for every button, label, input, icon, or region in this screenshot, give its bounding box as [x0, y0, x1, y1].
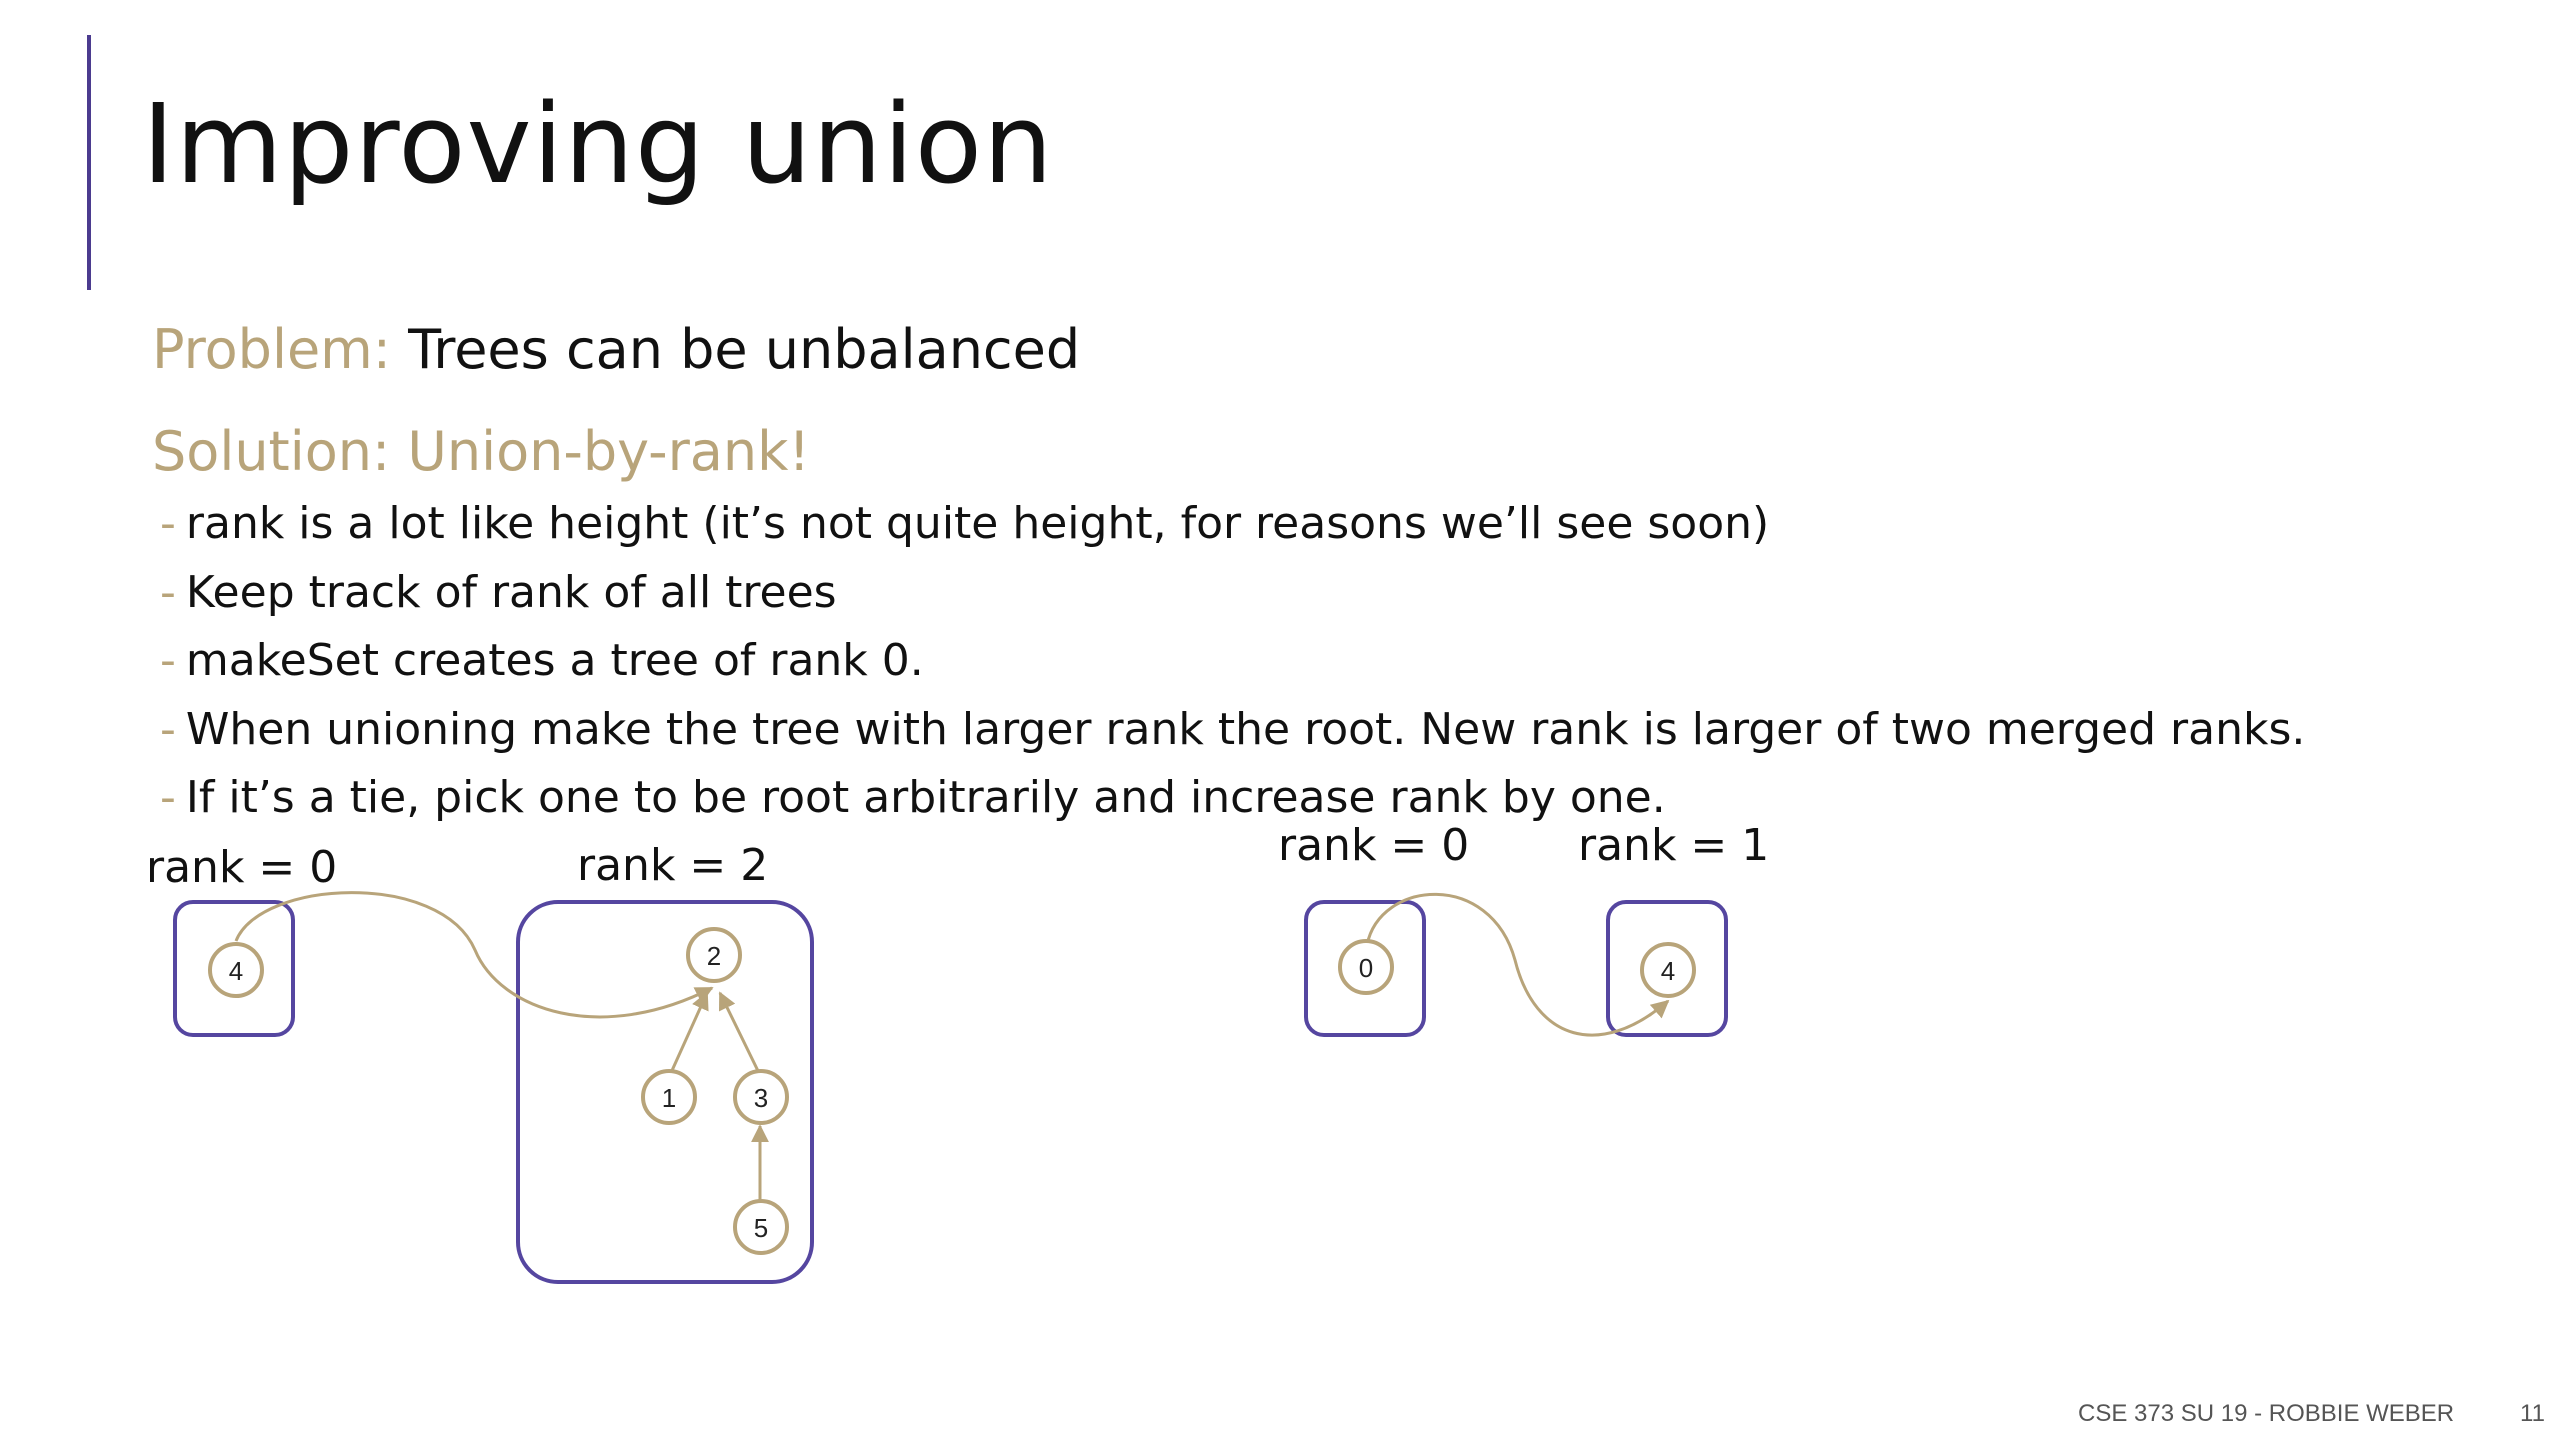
- node-3: 3: [733, 1069, 789, 1125]
- node-4-left: 4: [208, 942, 264, 998]
- right-rank-1-label: rank = 1: [1578, 820, 1770, 871]
- problem-line: Problem: Trees can be unbalanced: [152, 318, 1080, 381]
- bullet-item: -rank is a lot like height (it’s not qui…: [160, 490, 2305, 559]
- node-1-label: 1: [662, 1083, 676, 1113]
- set-box-rank-0: [173, 900, 295, 1037]
- solution-heading: Solution: Union-by-rank!: [152, 420, 811, 483]
- union-arrow-4-to-2: [234, 891, 714, 1019]
- node-1: 1: [641, 1069, 697, 1125]
- node-5-label: 5: [754, 1213, 768, 1243]
- bullet-dash: -: [160, 635, 176, 686]
- bullet-dash: -: [160, 566, 176, 618]
- left-rank-2-label: rank = 2: [577, 840, 769, 891]
- bullet-list: -rank is a lot like height (it’s not qui…: [160, 490, 2305, 833]
- problem-text: Trees can be unbalanced: [408, 318, 1081, 381]
- bullet-text: makeSet creates a tree of rank 0.: [185, 635, 924, 686]
- set-box-4: [1606, 900, 1728, 1037]
- node-0-label: 0: [1359, 953, 1373, 983]
- node-4-label: 4: [229, 956, 243, 986]
- right-rank-0-label: rank = 0: [1278, 820, 1470, 871]
- node-3-label: 3: [754, 1083, 768, 1113]
- bullet-dash: -: [160, 703, 176, 755]
- bullet-text: Keep track of rank of all trees: [185, 566, 837, 618]
- edge-1-to-2: [668, 991, 709, 1076]
- node-2: 2: [686, 927, 742, 983]
- bullet-item: -makeSet creates a tree of rank 0.: [160, 627, 2305, 696]
- bullet-item: -When unioning make the tree with larger…: [160, 696, 2305, 765]
- left-rank-0-label: rank = 0: [146, 842, 338, 893]
- footer-page-number: 11: [2520, 1400, 2545, 1427]
- set-box-0: [1304, 900, 1426, 1037]
- node-4-right: 4: [1640, 942, 1696, 998]
- node-0: 0: [1338, 939, 1394, 995]
- bullet-item: -If it’s a tie, pick one to be root arbi…: [160, 764, 2305, 833]
- bullet-text: When unioning make the tree with larger …: [185, 703, 2306, 755]
- edge-3-to-2: [718, 991, 762, 1076]
- bullet-text: rank is a lot like height (it’s not quit…: [185, 498, 1770, 549]
- bullet-text: If it’s a tie, pick one to be root arbit…: [185, 772, 1666, 823]
- title-accent-bar: [87, 35, 91, 290]
- slide-title: Improving union: [142, 80, 1054, 208]
- footer-course: CSE 373 SU 19 - ROBBIE WEBER: [2078, 1400, 2455, 1427]
- bullet-item: -Keep track of rank of all trees: [160, 559, 2305, 628]
- bullet-dash: -: [160, 498, 176, 549]
- problem-label: Problem:: [152, 318, 391, 381]
- set-box-rank-2: [516, 900, 814, 1284]
- node-5: 5: [733, 1199, 789, 1255]
- node-4-label: 4: [1661, 956, 1675, 986]
- node-2-label: 2: [707, 941, 721, 971]
- bullet-dash: -: [160, 772, 176, 823]
- union-arrow-0-to-4: [1365, 892, 1670, 1037]
